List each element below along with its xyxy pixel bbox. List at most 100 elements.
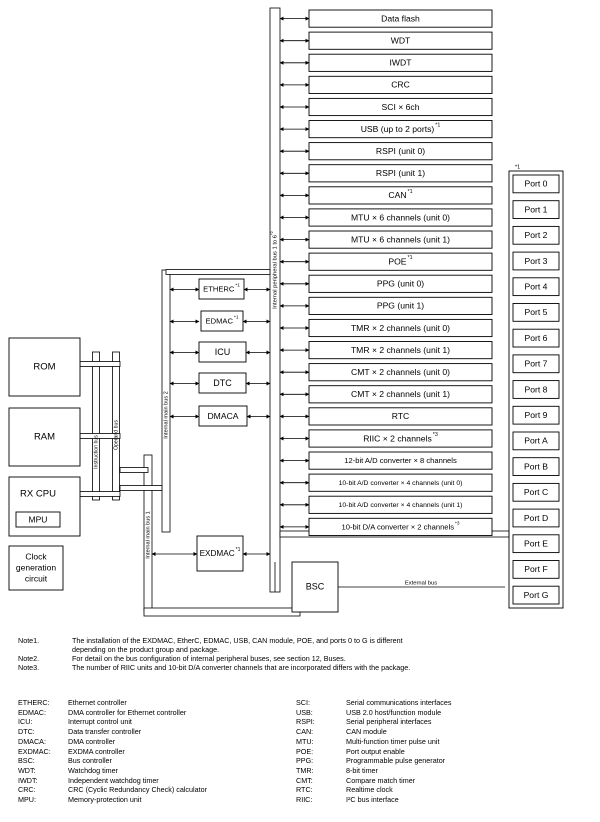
clock-box	[8, 545, 64, 591]
port-a-box	[512, 431, 560, 451]
cpu-label: RX CPU	[20, 489, 56, 500]
peripheral-iwdt-label: IWDT	[390, 58, 413, 68]
peripheral-can-box	[308, 186, 493, 205]
abbreviation-left-row: WDT:Watchdog timer	[18, 766, 207, 776]
peripheral-10-bit-a-d-converter-4-channels-unit-1-label: 10-bit A/D converter × 4 channels (unit …	[339, 502, 463, 509]
peripheral-sci-6ch-box	[308, 97, 493, 117]
cpu-bus-link	[79, 491, 121, 497]
peripheral-ppg-unit-1-label: PPG (unit 1)	[377, 301, 424, 311]
abbreviation-term: POE:	[296, 746, 314, 756]
port-6-label: Port 6	[525, 333, 548, 343]
abbreviation-description: Programmable pulse generator	[346, 756, 446, 766]
abbreviation-right-row: USB: USB 2.0 host/function module	[296, 708, 451, 718]
abbreviation-term: DTC:	[18, 727, 35, 737]
port-2-label: Port 2	[525, 230, 548, 240]
abbreviation-term: CMT:	[296, 775, 313, 785]
peripheral-poe-box	[308, 252, 493, 271]
bsc-box	[291, 561, 339, 613]
main-bus-1-bottom	[143, 607, 301, 617]
abbreviation-right-row: POE: Port output enable	[296, 747, 451, 757]
abbreviation-right-row: RSPI:Serial peripheral interfaces	[296, 717, 451, 727]
peripheral-10-bit-d-a-converter-2-channels-box	[308, 517, 493, 536]
operand-to-main-bus-2	[119, 485, 163, 491]
port-d-label: Port D	[524, 513, 548, 523]
instruction-bus	[92, 351, 100, 501]
peripheral-mtu-6-channels-unit-0-label: MTU × 6 channels (unit 0)	[351, 212, 450, 222]
port-9-box	[512, 405, 560, 425]
note-1-text: The installation of the EXDMAC, EtherC, …	[72, 636, 403, 654]
peripheral-riic-2-channels-box	[308, 429, 493, 448]
abbreviation-description: Memory-protection unit	[68, 795, 142, 805]
abbreviation-description: 8-bit timer	[346, 765, 378, 775]
abbreviation-right-row: RIIC:I²C bus interface	[296, 795, 451, 805]
peripheral-rtc-box	[308, 407, 493, 426]
icu-box	[198, 341, 247, 363]
clock-label-1: generation	[16, 562, 56, 572]
dtc-box	[198, 372, 247, 394]
abbreviation-term: MTU:	[296, 736, 314, 746]
abbreviation-description: CAN module	[346, 727, 387, 737]
note-3-label: Note3.	[18, 663, 40, 672]
peripheral-usb-up-to-2-ports-box	[308, 120, 493, 139]
abbreviation-term: USB:	[296, 707, 313, 717]
peripheral-10-bit-d-a-converter-2-channels-label: 10-bit D/A converter × 2 channels*3	[342, 521, 460, 532]
peripheral-ppg-unit-0-box	[308, 274, 493, 293]
abbreviation-term: EDMAC:	[18, 707, 46, 717]
peripheral-10-bit-a-d-converter-4-channels-unit-0-box	[308, 473, 493, 492]
abbreviation-description: USB 2.0 host/function module	[346, 707, 442, 717]
peripheral-wdt-label: WDT	[391, 35, 411, 45]
peripheral-wdt-box	[308, 31, 493, 50]
abbreviation-description: Interrupt control unit	[68, 717, 132, 727]
peripheral-iwdt-box	[308, 53, 493, 72]
abbreviation-right-row: CMT:Compare match timer	[296, 776, 451, 786]
abbreviation-description: I²C bus interface	[346, 795, 399, 805]
note-2-text: For detail on the bus configuration of i…	[72, 654, 346, 663]
abbreviation-term: CAN:	[296, 727, 314, 737]
etherc-box	[198, 278, 245, 300]
port-3-label: Port 3	[525, 256, 548, 266]
abbreviation-description: Serial communications interfaces	[346, 698, 452, 707]
abbreviation-description: Port output enable	[346, 746, 405, 756]
peripheral-tmr-2-channels-unit-0-box	[308, 318, 493, 338]
port-f-label: Port F	[524, 564, 547, 574]
peripheral-10-bit-a-d-converter-4-channels-unit-1-box	[308, 495, 493, 514]
port-8-label: Port 8	[525, 384, 548, 394]
dmaca-box	[198, 405, 248, 427]
bus-layer	[79, 7, 510, 617]
abbreviation-right-row: RTC:Realtime clock	[296, 785, 451, 795]
port-2-box	[512, 225, 560, 245]
peripheral-usb-up-to-2-ports-label: USB (up to 2 ports)*1	[361, 123, 441, 134]
notes: Note1.The installation of the EXDMAC, Et…	[18, 636, 588, 672]
bsc-label: BSC	[306, 581, 325, 591]
note-2: Note2.For detail on the bus configuratio…	[18, 654, 588, 663]
peripheral-mtu-6-channels-unit-1-label: MTU × 6 channels (unit 1)	[351, 234, 450, 244]
dmaca-label: DMACA	[207, 411, 238, 421]
abbreviation-left-row: ICU:Interrupt control unit	[18, 717, 207, 727]
peripheral-mtu-6-channels-unit-1-box	[308, 230, 493, 249]
cpu-to-main-bus-1	[119, 467, 149, 473]
external-bus-label: External bus	[405, 581, 437, 587]
abbreviation-term: SCI:	[296, 698, 310, 707]
clock-label-2: circuit	[25, 573, 48, 583]
port-9-label: Port 9	[525, 410, 548, 420]
abbreviation-right-row: MTU:Multi-function timer pulse unit	[296, 737, 451, 747]
port-8-box	[512, 380, 560, 399]
abbreviation-description: EXDMA controller	[68, 746, 125, 756]
peripheral-tmr-2-channels-unit-1-label: TMR × 2 channels (unit 1)	[351, 345, 450, 355]
peripheral-ppg-unit-1-box	[308, 296, 493, 315]
peripheral-cmt-2-channels-unit-1-label: CMT × 2 channels (unit 1)	[351, 389, 450, 399]
abbreviation-description: Serial peripheral interfaces	[346, 717, 432, 727]
dtc-label: DTC	[213, 378, 232, 388]
note-3: Note3.The number of RIIC units and 10-bi…	[18, 663, 588, 672]
port-3-box	[512, 251, 560, 271]
edmac-label: EDMAC*1	[206, 315, 239, 326]
abbreviation-left-row: MPU:Memory-protection unit	[18, 795, 207, 805]
port-6-box	[512, 328, 560, 348]
port-e-box	[512, 534, 560, 554]
port-0-label: Port 0	[525, 179, 548, 189]
abbreviation-term: CRC:	[18, 785, 36, 795]
peripheral-12-bit-a-d-converter-8-channels-label: 12-bit A/D converter × 8 channels	[344, 456, 457, 465]
